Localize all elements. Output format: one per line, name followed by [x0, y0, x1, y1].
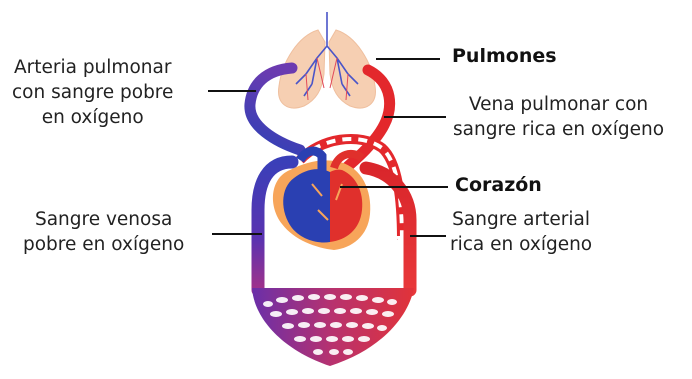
label-lungs: Pulmones [452, 44, 557, 69]
label-pulmonary-artery: Arteria pulmonar con sangre pobre en oxí… [12, 55, 173, 130]
label-arterial-blood: Sangre arterial rica en oxígeno [450, 207, 592, 257]
lungs-icon [279, 12, 376, 108]
label-pulmonary-vein: Vena pulmonar con sangre rica en oxígeno [453, 92, 664, 142]
label-heart: Corazón [455, 173, 542, 198]
capillary-network-icon [252, 288, 414, 366]
label-venous-blood: Sangre venosa pobre en oxígeno [23, 207, 184, 257]
